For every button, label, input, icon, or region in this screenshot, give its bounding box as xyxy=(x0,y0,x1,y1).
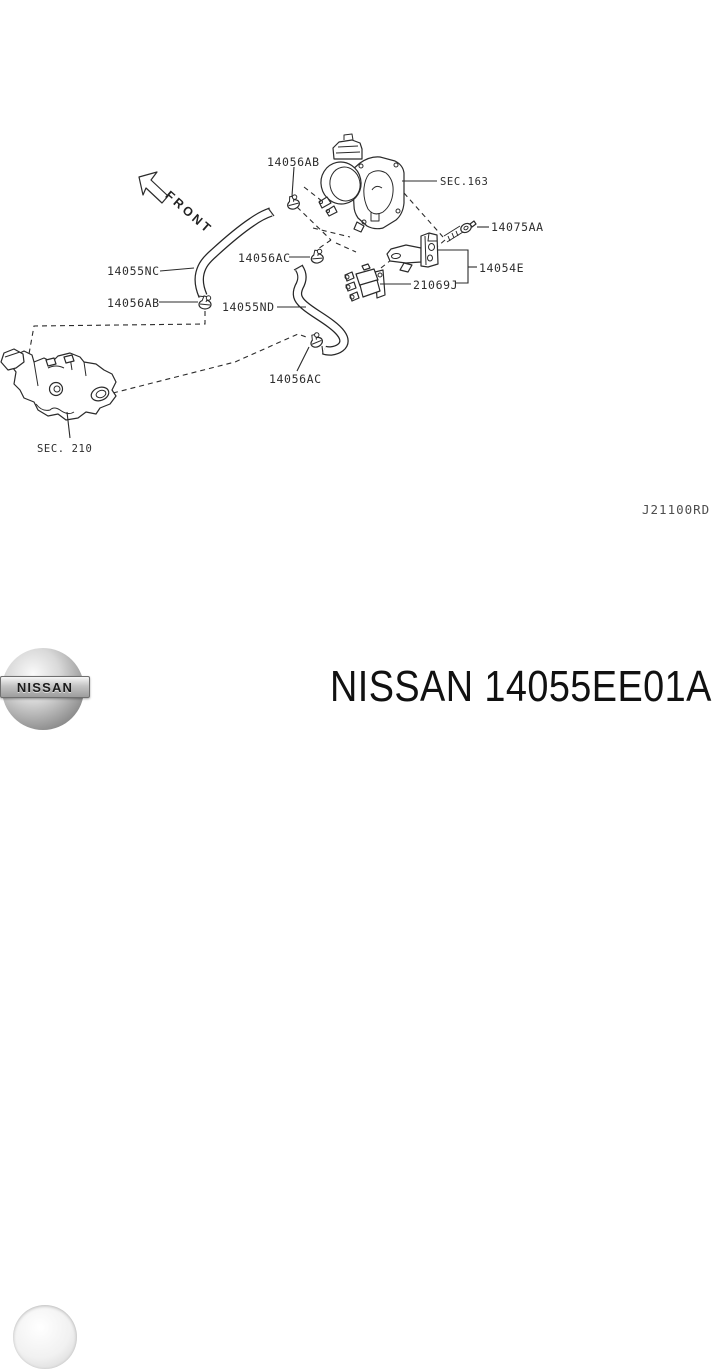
nissan-logo-bar: NISSAN xyxy=(0,676,90,698)
hose-14055nd xyxy=(292,264,349,356)
nissan-logo-text: NISSAN xyxy=(16,679,74,695)
dashed-assembly-lines xyxy=(28,186,446,394)
page: { "diagram": { "front_label": "FRONT", "… xyxy=(0,133,712,1369)
part-label-21069j: 21069J xyxy=(413,278,458,292)
clamp-14056ac-top xyxy=(309,248,325,265)
leader-lines xyxy=(66,166,489,439)
part-label-14056ab-top: 14056AB xyxy=(267,155,320,169)
section-label-sec210: SEC. 210 xyxy=(37,443,92,455)
part-label-14054e: 14054E xyxy=(479,261,524,275)
valve-drawing xyxy=(344,263,386,302)
front-arrow: FRONT xyxy=(138,171,215,237)
part-label-14055nd: 14055ND xyxy=(222,300,275,314)
part-number-caption: NISSAN 14055EE01A xyxy=(330,662,712,711)
nissan-logo-inner-ring xyxy=(13,1305,77,1369)
front-label: FRONT xyxy=(162,188,215,237)
part-label-14075aa: 14075AA xyxy=(491,220,544,234)
parts-diagram: FRONT 14056AB SEC.163 14075AA 14056AC 14… xyxy=(0,133,710,517)
part-label-14056ac-top: 14056AC xyxy=(238,251,291,265)
part-label-14056ab-bottom: 14056AB xyxy=(107,296,160,310)
bracket-drawing xyxy=(386,232,439,273)
part-label-14056ac-bottom: 14056AC xyxy=(269,372,322,386)
part-label-14055nc: 14055NC xyxy=(107,264,160,278)
screw-drawing xyxy=(443,220,477,243)
drawing-code: J21100RD xyxy=(642,502,710,517)
section-label-sec163: SEC.163 xyxy=(440,176,488,188)
throttle-body-drawing xyxy=(318,133,405,233)
clamp-14056ab-bottom xyxy=(198,295,212,310)
water-outlet-drawing xyxy=(0,348,117,421)
